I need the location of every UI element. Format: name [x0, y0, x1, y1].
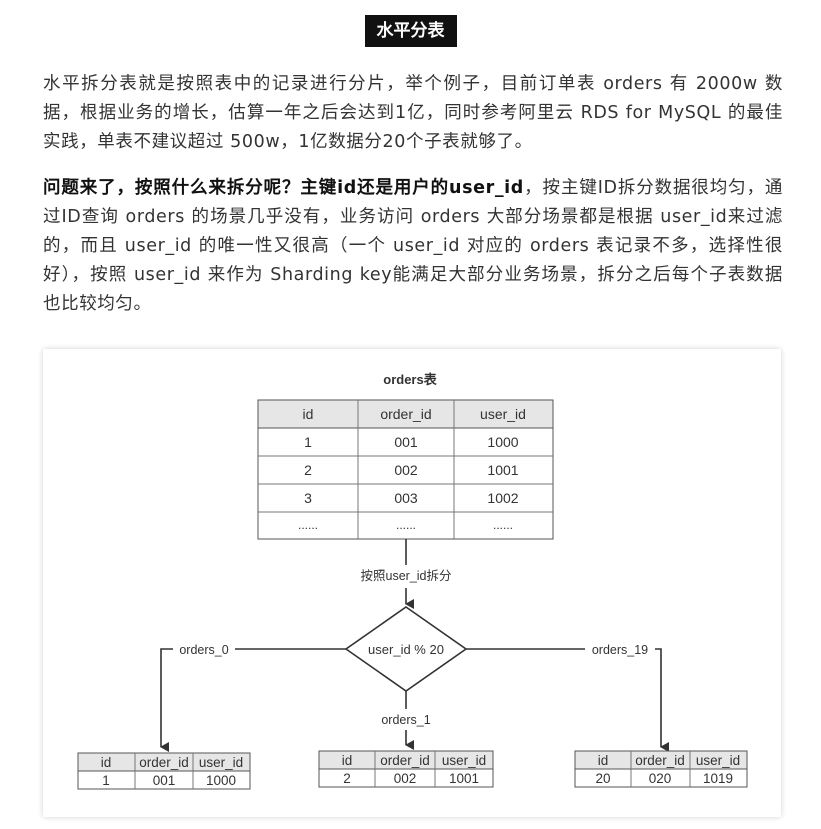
- main-table-title: orders表: [383, 372, 437, 387]
- branch-left-line-2: [160, 648, 173, 752]
- sub1-header-order-id: order_id: [380, 753, 430, 768]
- sub1-cell-order-id: 002: [394, 771, 417, 786]
- branch-right-line-2: [655, 648, 669, 752]
- sub19-header-id: id: [598, 753, 609, 768]
- main-row-1-order-id: 001: [394, 434, 418, 450]
- sub1-header-id: id: [342, 753, 353, 768]
- branch-middle-label: orders_1: [381, 713, 430, 727]
- branch-right-label: orders_19: [592, 643, 648, 657]
- main-row-3-order-id: 003: [394, 490, 418, 506]
- sub19-cell-user-id: 1019: [703, 771, 733, 786]
- sub19-header-user-id: user_id: [696, 753, 740, 768]
- diagram-card: orders表 id order_id user_id 1 001 1000 2…: [43, 349, 781, 817]
- main-table: id order_id user_id 1 001 1000 2 002 100…: [257, 399, 554, 540]
- main-row-4-id: ......: [298, 518, 318, 532]
- paragraph-1: 水平拆分表就是按照表中的记录进行分片，举个例子，目前订单表 orders 有 2…: [43, 74, 783, 152]
- main-row-4-order-id: ......: [396, 518, 416, 532]
- sub0-cell-order-id: 001: [153, 773, 176, 788]
- main-row-1-id: 1: [304, 434, 312, 450]
- paragraph-2: 问题来了，按照什么来拆分呢？主键id还是用户的user_id，按主键ID拆分数据…: [43, 174, 783, 319]
- main-row-4-user-id: ......: [493, 518, 513, 532]
- sub19-cell-order-id: 020: [649, 771, 672, 786]
- sub1-header-user-id: user_id: [442, 753, 486, 768]
- sharding-diagram: orders表 id order_id user_id 1 001 1000 2…: [77, 372, 748, 790]
- sub19-cell-id: 20: [595, 771, 610, 786]
- main-row-2-user-id: 1001: [487, 462, 518, 478]
- main-row-2-order-id: 002: [394, 462, 418, 478]
- sub0-header-user-id: user_id: [199, 755, 243, 770]
- main-row-3-id: 3: [304, 490, 312, 506]
- sub0-header-id: id: [101, 755, 112, 770]
- main-header-order-id: order_id: [380, 406, 431, 422]
- main-row-2-id: 2: [304, 462, 312, 478]
- sub19-header-order-id: order_id: [635, 753, 685, 768]
- paragraph-2-bold: 问题来了，按照什么来拆分呢？主键id还是用户的user_id: [43, 178, 524, 198]
- sub0-cell-id: 1: [102, 773, 110, 788]
- paragraph-2-text: ，按主键ID拆分数据很均匀，通过ID查询 orders 的场景几乎没有，业务访问…: [43, 178, 783, 314]
- title-wrap: 水平分表: [0, 15, 821, 47]
- split-label: 按照user_id拆分: [361, 568, 452, 583]
- main-row-1-user-id: 1000: [487, 434, 518, 450]
- sub0-header-order-id: order_id: [139, 755, 189, 770]
- sub0-cell-user-id: 1000: [206, 773, 236, 788]
- branch-left-label: orders_0: [179, 643, 228, 657]
- sub-table-orders-1: id order_id user_id 2 002 1001: [318, 750, 494, 788]
- sub1-cell-id: 2: [343, 771, 351, 786]
- sub-table-orders-0: id order_id user_id 1 001 1000: [77, 752, 251, 790]
- main-header-id: id: [303, 406, 314, 422]
- main-header-user-id: user_id: [480, 406, 526, 422]
- section-title: 水平分表: [364, 15, 457, 47]
- sub1-cell-user-id: 1001: [449, 771, 479, 786]
- decision-label: user_id % 20: [368, 642, 444, 657]
- sub-table-orders-19: id order_id user_id 20 020 1019: [574, 750, 748, 788]
- main-row-3-user-id: 1002: [487, 490, 518, 506]
